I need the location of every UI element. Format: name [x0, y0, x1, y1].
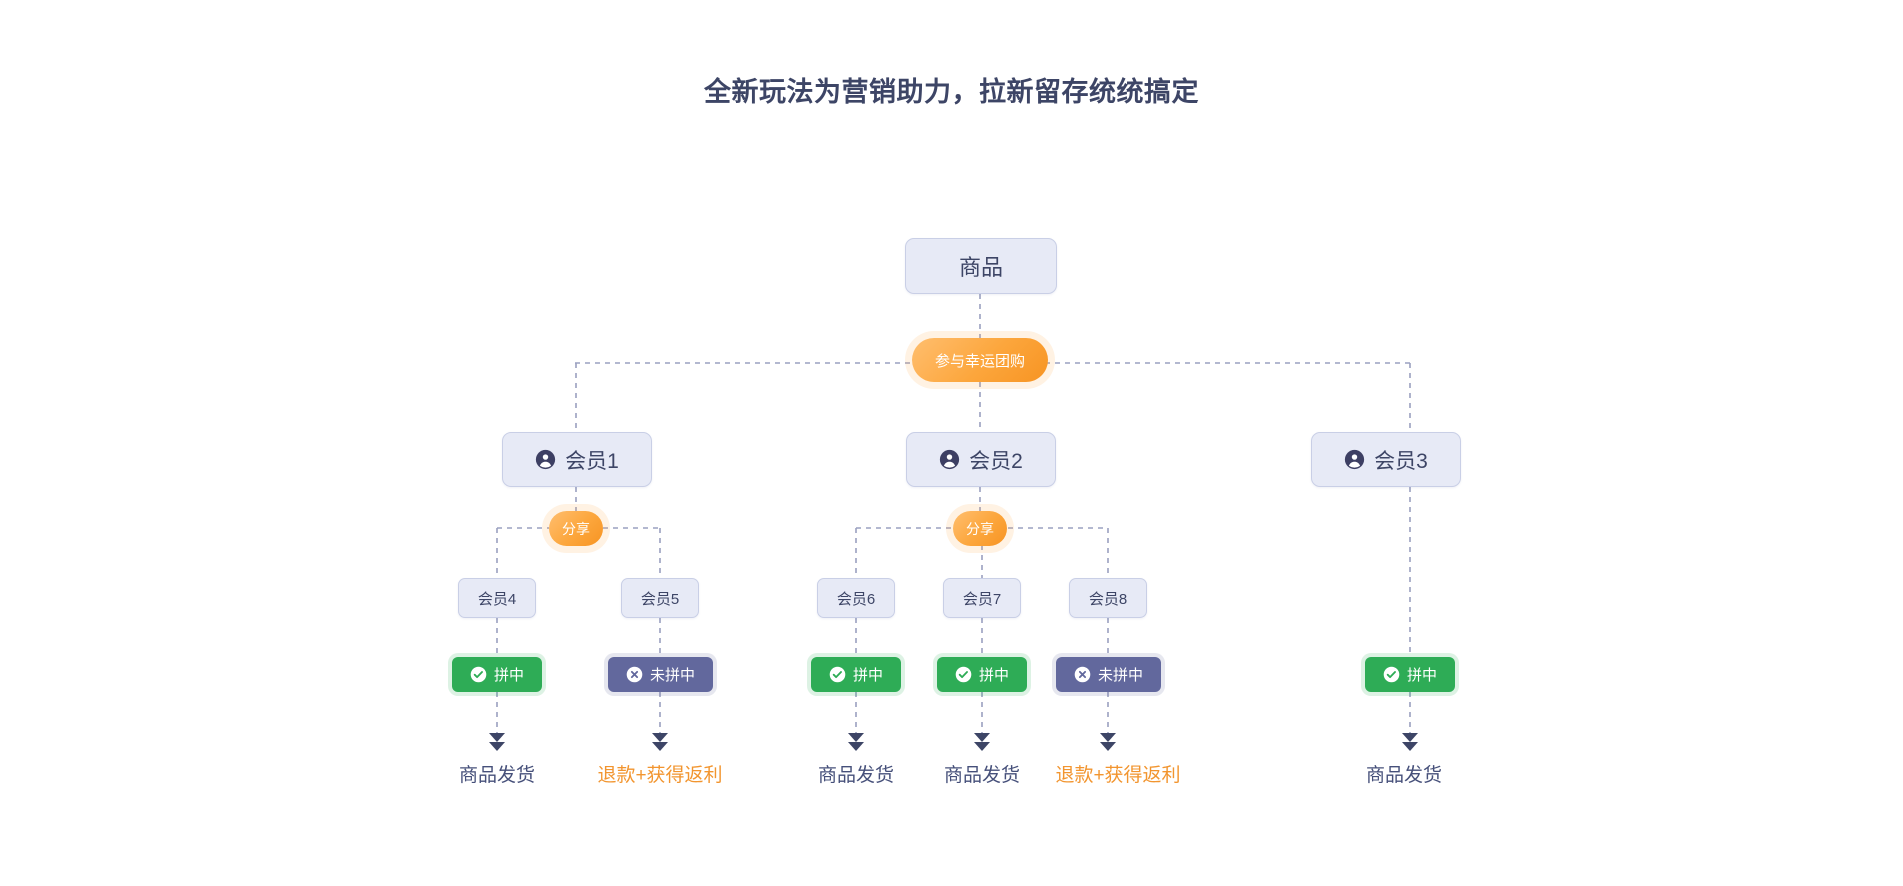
check-circle-icon — [955, 666, 972, 683]
x-circle-icon — [1074, 666, 1091, 683]
action-share-left-label: 分享 — [562, 520, 590, 537]
node-member-1[interactable]: 会员1 — [502, 432, 652, 487]
status-badge-member-5[interactable]: 未拼中 — [608, 657, 713, 692]
status-badge-member-6-label: 拼中 — [852, 667, 883, 684]
node-member-4-label: 会员4 — [477, 590, 517, 608]
arrowhead-o4 — [489, 733, 505, 751]
node-member-1-label: 会员1 — [565, 449, 619, 473]
status-badge-member-6[interactable]: 拼中 — [811, 657, 901, 692]
node-member-4[interactable]: 会员4 — [458, 578, 536, 618]
action-join-label: 参与幸运团购 — [934, 352, 1025, 370]
status-badge-member-3[interactable]: 拼中 — [1365, 657, 1455, 692]
action-share-mid[interactable]: 分享 — [953, 511, 1007, 546]
node-member-2-label: 会员2 — [969, 449, 1023, 473]
check-circle-icon — [1383, 666, 1400, 683]
node-member-7[interactable]: 会员7 — [943, 578, 1021, 618]
status-badge-member-3-label: 拼中 — [1406, 667, 1437, 684]
node-member-3[interactable]: 会员3 — [1311, 432, 1461, 487]
arrowhead-o3 — [1402, 733, 1418, 751]
arrowhead-o8 — [1100, 733, 1116, 751]
status-badge-member-7[interactable]: 拼中 — [937, 657, 1027, 692]
action-join-lucky-group[interactable]: 参与幸运团购 — [912, 338, 1048, 382]
outcome-member-4: 商品发货 — [458, 765, 536, 786]
user-icon — [939, 449, 960, 470]
node-member-5-label: 会员5 — [640, 590, 680, 608]
action-share-mid-label: 分享 — [966, 520, 994, 537]
x-circle-icon — [626, 666, 643, 683]
node-member-6-label: 会员6 — [836, 590, 876, 608]
status-badge-member-8-label: 未拼中 — [1097, 667, 1143, 684]
status-badge-member-4-label: 拼中 — [493, 667, 524, 684]
status-badge-member-4[interactable]: 拼中 — [452, 657, 542, 692]
outcome-member-6: 商品发货 — [817, 765, 895, 786]
action-share-left[interactable]: 分享 — [549, 511, 603, 546]
outcome-member-8: 退款+获得返利 — [1055, 765, 1181, 786]
user-icon — [1344, 449, 1365, 470]
check-circle-icon — [829, 666, 846, 683]
node-member-6[interactable]: 会员6 — [817, 578, 895, 618]
arrowhead-o7 — [974, 733, 990, 751]
page-title: 全新玩法为营销助力，拉新留存统统搞定 — [704, 77, 1199, 107]
node-member-3-label: 会员3 — [1374, 449, 1428, 473]
arrowhead-o5 — [652, 733, 668, 751]
check-circle-icon — [470, 666, 487, 683]
status-badge-member-5-label: 未拼中 — [649, 667, 695, 684]
node-member-5[interactable]: 会员5 — [621, 578, 699, 618]
node-member-8-label: 会员8 — [1088, 590, 1128, 608]
node-member-7-label: 会员7 — [962, 590, 1002, 608]
node-product[interactable]: 商品 — [905, 238, 1057, 294]
outcome-member-7: 商品发货 — [943, 765, 1021, 786]
outcome-member-3: 商品发货 — [1365, 765, 1443, 786]
user-icon — [535, 449, 556, 470]
status-badge-member-8[interactable]: 未拼中 — [1056, 657, 1161, 692]
arrowhead-o6 — [848, 733, 864, 751]
status-badge-member-7-label: 拼中 — [978, 667, 1009, 684]
node-member-8[interactable]: 会员8 — [1069, 578, 1147, 618]
node-product-label: 商品 — [958, 255, 1003, 280]
outcome-member-5: 退款+获得返利 — [597, 765, 723, 786]
node-member-2[interactable]: 会员2 — [906, 432, 1056, 487]
arrowheads — [489, 733, 1418, 751]
